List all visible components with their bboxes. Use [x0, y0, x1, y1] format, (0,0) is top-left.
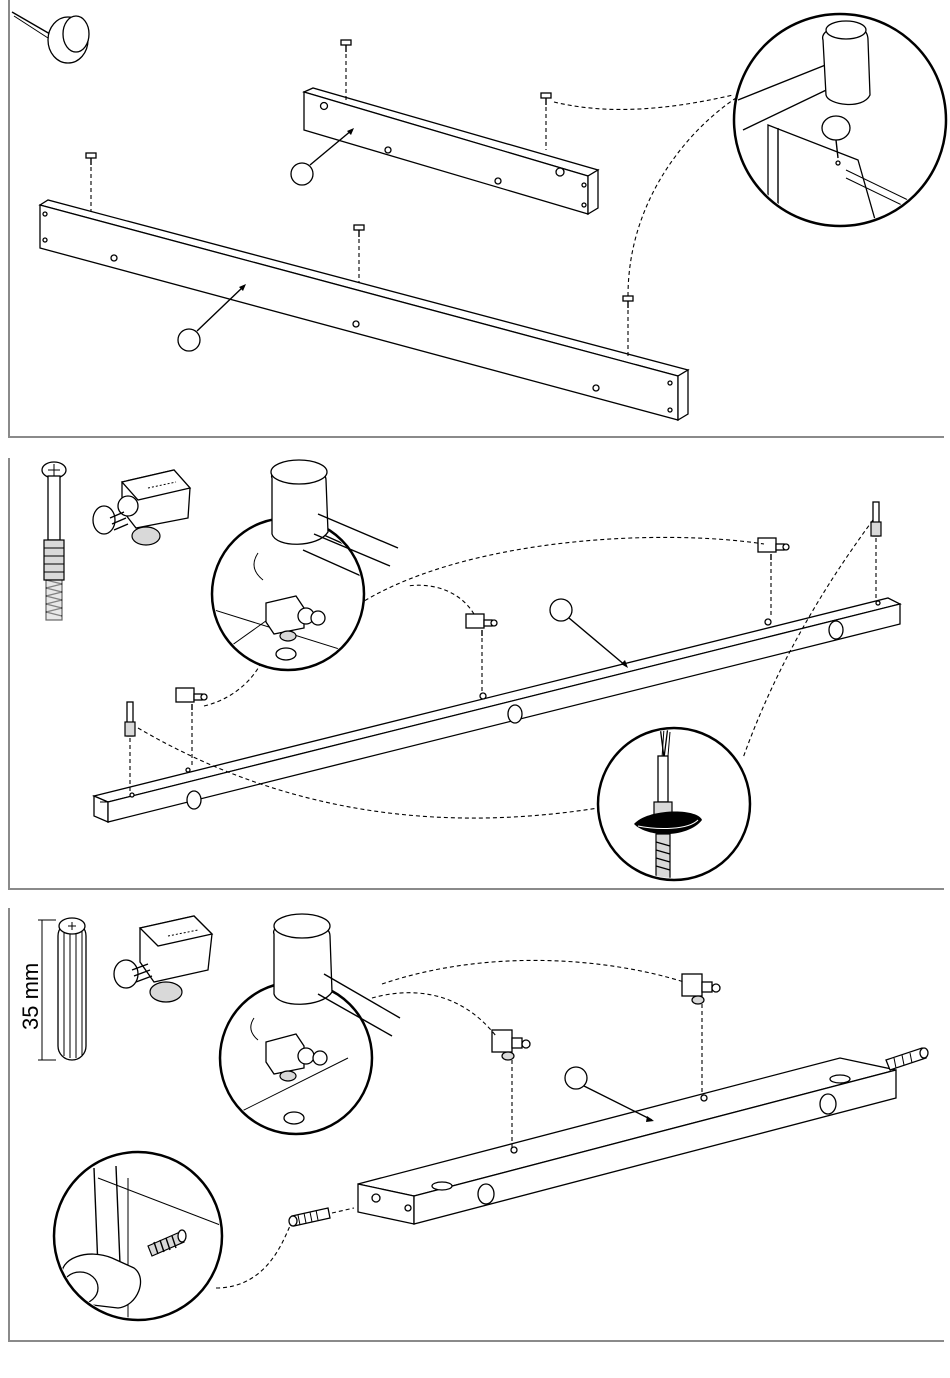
leader-cam-3 — [353, 537, 764, 608]
leader-cam-1 — [204, 658, 263, 706]
cam-hammer-detail-circle-step3 — [218, 914, 400, 1134]
dowel-screw-1 — [125, 702, 135, 792]
step-3-illustration: 35 mm — [8, 908, 944, 1342]
glide-nail-2 — [541, 93, 551, 150]
dowel-screw-2 — [871, 502, 881, 600]
short-rail-step3 — [358, 1058, 896, 1224]
cam-connector-part-icon — [93, 470, 190, 545]
part-callout-short-rail — [291, 128, 354, 185]
step-2-panel — [8, 458, 944, 890]
wood-dowel-1 — [289, 1208, 354, 1226]
step-2-illustration — [8, 458, 944, 890]
leader-cam-4 — [372, 993, 496, 1036]
hammer-detail-circle — [734, 14, 946, 230]
cam-hammer-detail-circle — [208, 460, 398, 670]
cam-connector-1 — [176, 688, 207, 768]
dowel-dimension: 35 mm — [18, 920, 56, 1060]
leader-to-nail-detail — [628, 98, 736, 296]
short-rail — [304, 88, 598, 214]
step-3-panel: 35 mm — [8, 908, 944, 1342]
cam-connector-5 — [682, 974, 720, 1096]
glide-nail-5 — [623, 296, 633, 356]
leader-cam-2 — [408, 585, 474, 614]
part-callout-short-rail-step3 — [565, 1067, 654, 1122]
wood-dowel-2 — [886, 1048, 928, 1070]
leader-dowel-detail — [216, 1226, 290, 1288]
dowel-length-label: 35 mm — [18, 963, 43, 1030]
wood-dowel-part-icon — [58, 918, 86, 1060]
cam-connector-part-icon-step3 — [114, 916, 212, 1002]
long-rail-step2 — [94, 598, 900, 822]
step-1-panel — [8, 0, 944, 438]
step-1-illustration — [8, 0, 944, 438]
glide-nail-4 — [354, 225, 364, 283]
part-callout-long-rail-step2 — [550, 599, 628, 668]
glide-nail-3 — [86, 153, 96, 212]
cam-connector-2 — [466, 614, 497, 692]
cam-connector-3 — [758, 538, 789, 618]
screwdriver-detail-circle — [598, 726, 750, 880]
glide-nail-1 — [341, 40, 351, 100]
leader-cam-5 — [382, 960, 684, 984]
leader-to-hammer-detail — [554, 95, 733, 109]
dowel-hammer-detail-circle — [54, 1152, 228, 1328]
dowel-screw-part-icon — [42, 462, 66, 620]
long-rail — [40, 200, 688, 420]
glide-nail-part-icon — [12, 12, 89, 63]
cam-connector-4 — [492, 1030, 530, 1148]
